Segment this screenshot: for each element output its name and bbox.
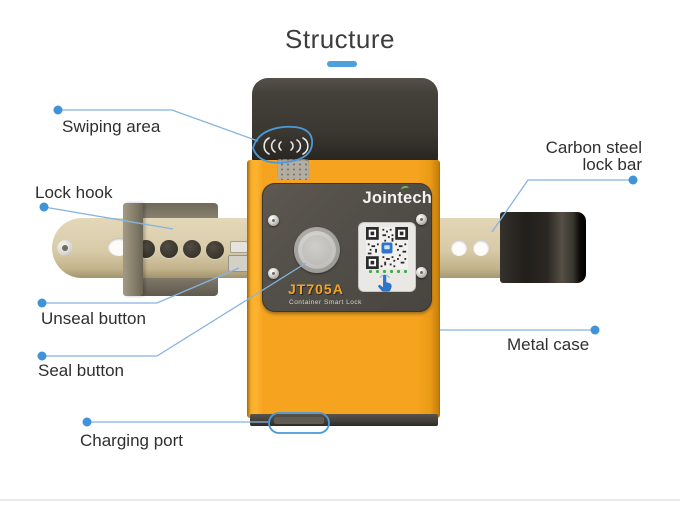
callout-dot bbox=[628, 175, 638, 185]
label-unseal-button: Unseal button bbox=[41, 309, 146, 328]
brand-logo: Jointech bbox=[346, 185, 432, 208]
model-caption: Container Smart Lock bbox=[289, 299, 362, 306]
bar-hole bbox=[160, 240, 178, 258]
callout-dot bbox=[82, 417, 92, 427]
bar-hole bbox=[451, 240, 467, 256]
model-name: JT705A bbox=[288, 281, 344, 297]
bar-hole bbox=[206, 241, 224, 259]
title-underline bbox=[327, 61, 357, 67]
qr-code bbox=[366, 227, 408, 269]
seal-button[interactable] bbox=[294, 227, 340, 273]
callout-dot bbox=[53, 105, 63, 115]
bottom-divider bbox=[0, 499, 680, 501]
bar-hole bbox=[473, 240, 489, 256]
rfid-wave-icon bbox=[263, 137, 309, 155]
screw-icon bbox=[416, 214, 427, 225]
qr-caption-marks bbox=[366, 270, 410, 273]
callout-dot bbox=[39, 202, 49, 212]
callout-dot bbox=[37, 298, 47, 308]
callout-dot bbox=[590, 325, 600, 335]
speaker-grille bbox=[277, 159, 309, 180]
lock-clamp-front bbox=[123, 203, 143, 296]
screw-icon bbox=[268, 268, 279, 279]
label-carbon-steel-lock-bar: Carbon steel lock bar bbox=[545, 138, 642, 174]
page-title: Structure bbox=[285, 24, 395, 54]
rivet bbox=[57, 240, 73, 256]
label-swiping-area: Swiping area bbox=[62, 117, 161, 136]
callout-dot bbox=[37, 351, 47, 361]
label-metal-case: Metal case bbox=[507, 335, 590, 354]
screw-icon bbox=[416, 267, 427, 278]
label-seal-button: Seal button bbox=[38, 361, 125, 380]
screw-icon bbox=[268, 215, 279, 226]
label-charging-port: Charging port bbox=[80, 431, 184, 450]
charging-port[interactable] bbox=[274, 417, 324, 424]
label-lock-hook: Lock hook bbox=[35, 183, 113, 202]
touch-hand-icon bbox=[378, 274, 392, 292]
bar-hole bbox=[183, 240, 201, 258]
lock-bar-end-cap bbox=[500, 212, 586, 283]
